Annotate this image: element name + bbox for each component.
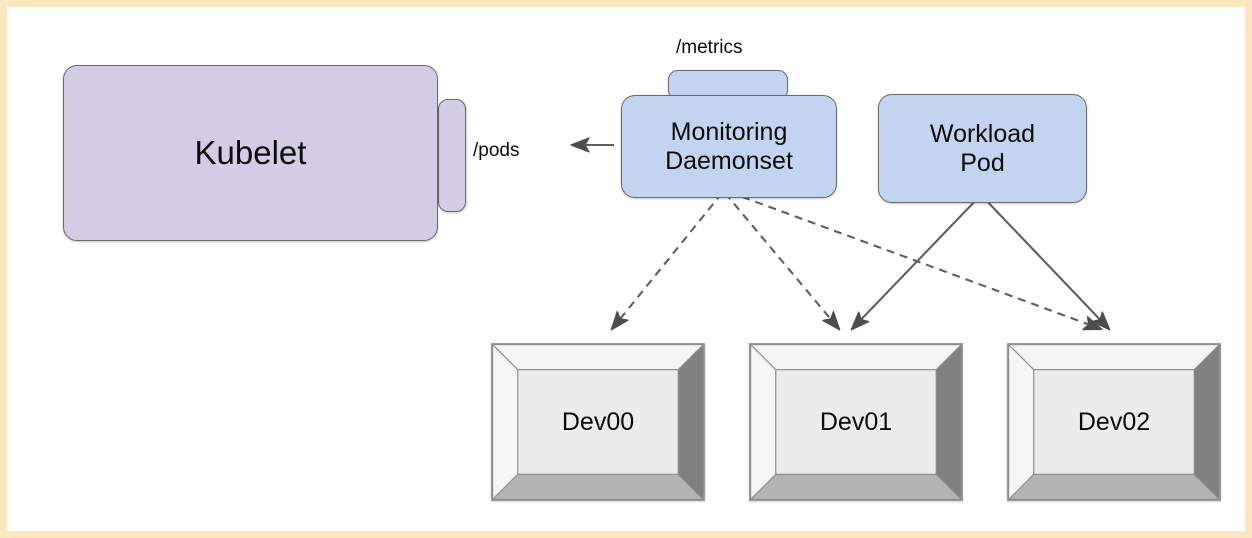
edge-daemonset-to-dev01 (724, 192, 839, 329)
workload-pod-label-line1: Workload (929, 119, 1036, 148)
edge-label-metrics: /metrics (676, 37, 743, 58)
dev01-bevel-frame (750, 344, 962, 500)
device-dev00[interactable]: Dev00 (491, 343, 705, 501)
dev00-bevel-frame (492, 344, 704, 500)
dev00-label: Dev00 (561, 407, 635, 436)
monitoring-daemonset-label-line2: Daemonset (665, 146, 793, 175)
kubelet-side-tab (438, 99, 466, 212)
workload-pod-label-line2: Pod (960, 148, 1005, 177)
dev02-label: Dev02 (1077, 407, 1151, 436)
node-workload-pod[interactable]: Workload Pod (878, 94, 1087, 203)
edge-label-pods: /pods (473, 140, 520, 161)
kubelet-label: Kubelet (194, 134, 307, 172)
dev01-label: Dev01 (819, 407, 893, 436)
device-dev02[interactable]: Dev02 (1007, 343, 1221, 501)
edge-workload-to-dev01 (852, 196, 980, 329)
edge-daemonset-to-dev02 (728, 191, 1101, 329)
device-dev01[interactable]: Dev01 (749, 343, 963, 501)
dev02-bevel-frame (1008, 344, 1220, 500)
monitoring-daemonset-label-line1: Monitoring (670, 117, 788, 146)
edge-daemonset-to-dev00 (612, 192, 723, 329)
node-kubelet[interactable]: Kubelet (63, 65, 438, 241)
node-monitoring-daemonset[interactable]: Monitoring Daemonset (621, 95, 837, 198)
edge-workload-to-dev02 (982, 196, 1109, 329)
